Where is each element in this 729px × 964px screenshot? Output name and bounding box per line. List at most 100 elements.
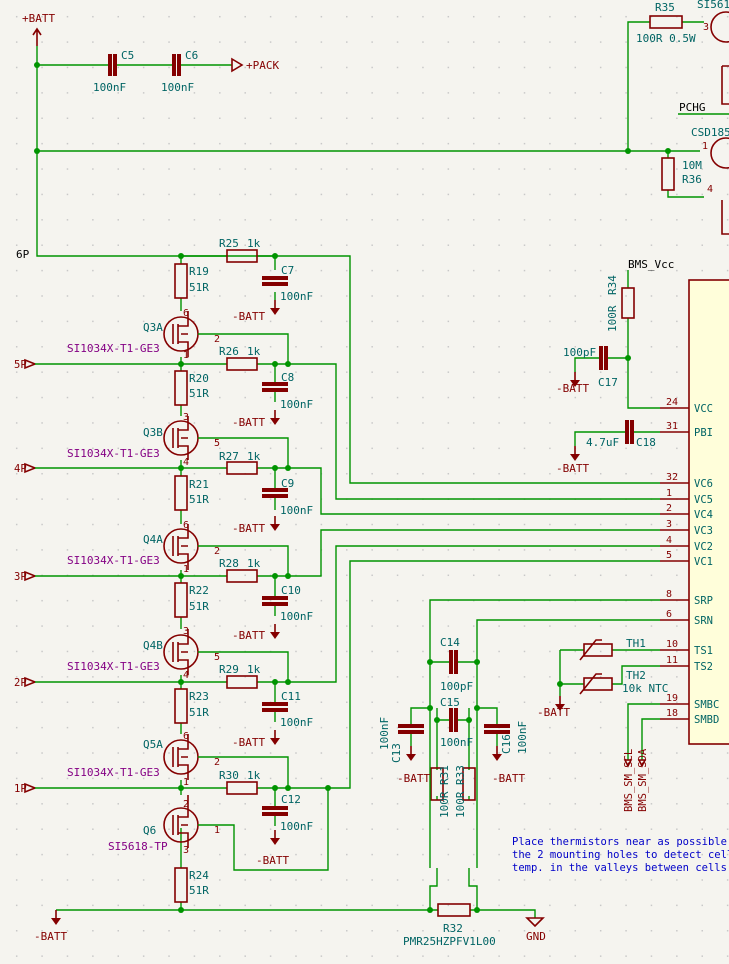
junction [285, 361, 291, 367]
r21-ref: R21 [189, 478, 209, 491]
c16-plates [484, 724, 510, 734]
cell-balancing-ladder: 6P R25 1k C7 100nF -BATT R19 51R Q3A SI1… [14, 237, 660, 913]
c17-plates [599, 346, 608, 370]
r25-body [226, 249, 258, 263]
r27-body [226, 461, 258, 475]
c18-value: 4.7uF [586, 436, 619, 449]
c9-gnd-label: -BATT [232, 522, 265, 535]
c15-plates [449, 708, 458, 732]
c17-gnd-label: -BATT [556, 382, 589, 395]
q4a-pin6: 6 [183, 520, 189, 531]
q3b-ref: Q3B [143, 426, 163, 439]
junction [285, 465, 291, 471]
r27-ref: R27 [219, 450, 239, 463]
ic-pin-name: SRP [694, 595, 713, 607]
q4b-part: SI1034X-T1-GE3 [67, 660, 160, 673]
r36-body [661, 157, 675, 191]
c17-ref: C17 [598, 376, 618, 389]
ic-pin-name: VC6 [694, 478, 713, 490]
pack-plus-label: +PACK [246, 59, 279, 72]
r29-value: 1k [247, 663, 261, 676]
q4b-pin3: 3 [183, 626, 189, 637]
ic-pin-number: 24 [666, 397, 678, 408]
c14-plates [449, 650, 458, 674]
pchg-part [721, 65, 729, 105]
batt-plus-label: +BATT [22, 12, 55, 25]
th2-ref: TH2 [626, 669, 646, 682]
ic-pin-number: 18 [666, 708, 678, 719]
q6-pin2: 2 [183, 799, 189, 810]
q4a-pin1: 1 [183, 564, 189, 575]
r30-value: 1k [247, 769, 261, 782]
bms-vcc-label: BMS_Vcc [628, 258, 674, 271]
ic-pin-number: 11 [666, 655, 678, 666]
c5-value: 100nF [93, 81, 126, 94]
c7-value: 100nF [280, 290, 313, 303]
r33-body [462, 767, 476, 801]
q3b-pin4: 4 [183, 457, 189, 468]
note-line-3: temp. in the valleys between cells [512, 862, 727, 874]
gnd-symbol [525, 917, 545, 928]
ic-pin-name: VC5 [694, 494, 713, 506]
c16-gnd-label: -BATT [492, 772, 525, 785]
c7-plates [262, 276, 288, 286]
r31-ref: R31 [438, 765, 451, 785]
ic-pin-number: 19 [666, 693, 678, 704]
r23-ref: R23 [189, 690, 209, 703]
r29-body [226, 675, 258, 689]
c11-value: 100nF [280, 716, 313, 729]
r34-ref: R34 [606, 275, 619, 295]
ic-pin-name: VC3 [694, 525, 713, 537]
c16-ref: C16 [500, 734, 513, 754]
r20-value: 51R [189, 387, 209, 400]
ic-pin-name: TS1 [694, 645, 713, 657]
ic-pin-number: 5 [666, 550, 672, 561]
c12-plates [262, 806, 288, 816]
junction [285, 679, 291, 685]
junction [557, 681, 563, 687]
q3a-pin6: 6 [183, 308, 189, 319]
r30-body [226, 781, 258, 795]
c15-value: 100nF [440, 736, 473, 749]
c12-ref: C12 [281, 793, 301, 806]
r20-body [174, 370, 188, 406]
r35-ref: R35 [655, 1, 675, 14]
junction [272, 253, 278, 259]
r35-body [649, 15, 683, 29]
ic-pin-name: VC2 [694, 541, 713, 553]
r24-ref: R24 [189, 869, 209, 882]
q5a-pin2: 2 [214, 757, 220, 768]
pack-plus-arrow [231, 57, 244, 73]
q6-part: SI5618-TP [108, 840, 168, 853]
c8-gnd-label: -BATT [232, 416, 265, 429]
q3a-part: SI1034X-T1-GE3 [67, 342, 160, 355]
th1-slash [579, 639, 602, 661]
r30-ref: R30 [219, 769, 239, 782]
r19-body [174, 263, 188, 299]
c5-ref: C5 [121, 49, 134, 62]
r26-ref: R26 [219, 345, 239, 358]
q4a-part: SI1034X-T1-GE3 [67, 554, 160, 567]
smbus: BMS_SM_SCL BMS_SM_SDA [623, 703, 660, 812]
note-line-2: the 2 mounting holes to detect cell [512, 849, 729, 861]
r22-value: 51R [189, 600, 209, 613]
ic-pin-list: 24VCC31PBI32VC61VC52VC43VC34VC25VC18SRP6… [660, 397, 719, 726]
r26-body [226, 357, 258, 371]
csd-ref: CSD185 [691, 126, 729, 139]
net-2p: 2P [14, 677, 27, 689]
r36-ref: R36 [682, 173, 702, 186]
q3b-part: SI1034X-T1-GE3 [67, 447, 160, 460]
q-top-pin: 3 [703, 22, 709, 33]
c12-value: 100nF [280, 820, 313, 833]
bms-supply: BMS_Vcc R34 100R 100pF C17 -BATT 4.7uF C… [556, 258, 674, 475]
ic-pin-name: SMBC [694, 699, 719, 711]
q4b-pin5: 5 [214, 652, 220, 663]
q3b-pin3: 3 [183, 412, 189, 423]
r20-ref: R20 [189, 372, 209, 385]
c14-value: 100pF [440, 680, 473, 693]
r29-ref: R29 [219, 663, 239, 676]
c16-value: 100nF [516, 721, 529, 754]
c5-c6-plates [108, 54, 181, 76]
r32-body [437, 903, 471, 917]
r19-ref: R19 [189, 265, 209, 278]
